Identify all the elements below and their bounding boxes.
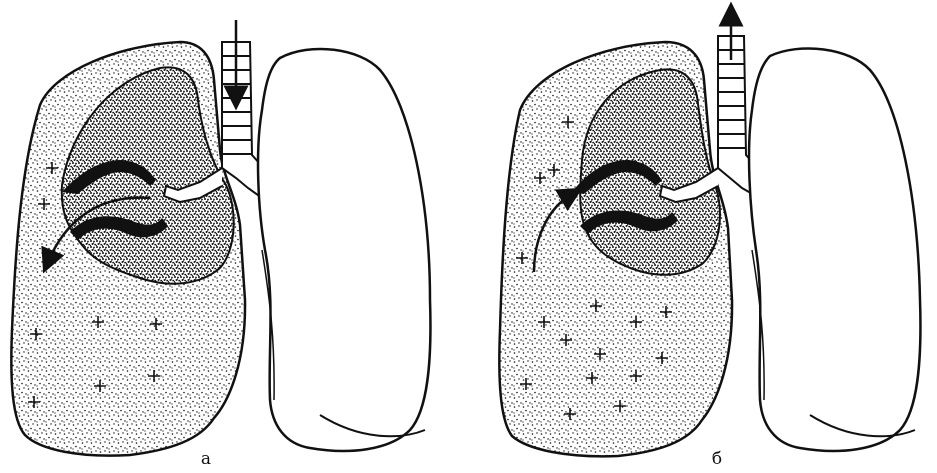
panel-b bbox=[499, 14, 920, 456]
panel-a-label: а bbox=[191, 449, 221, 469]
panel-a bbox=[11, 20, 430, 456]
right-lung-outline bbox=[749, 48, 920, 451]
panel-b-label: б bbox=[702, 449, 732, 469]
right-lung-outline bbox=[258, 49, 430, 451]
